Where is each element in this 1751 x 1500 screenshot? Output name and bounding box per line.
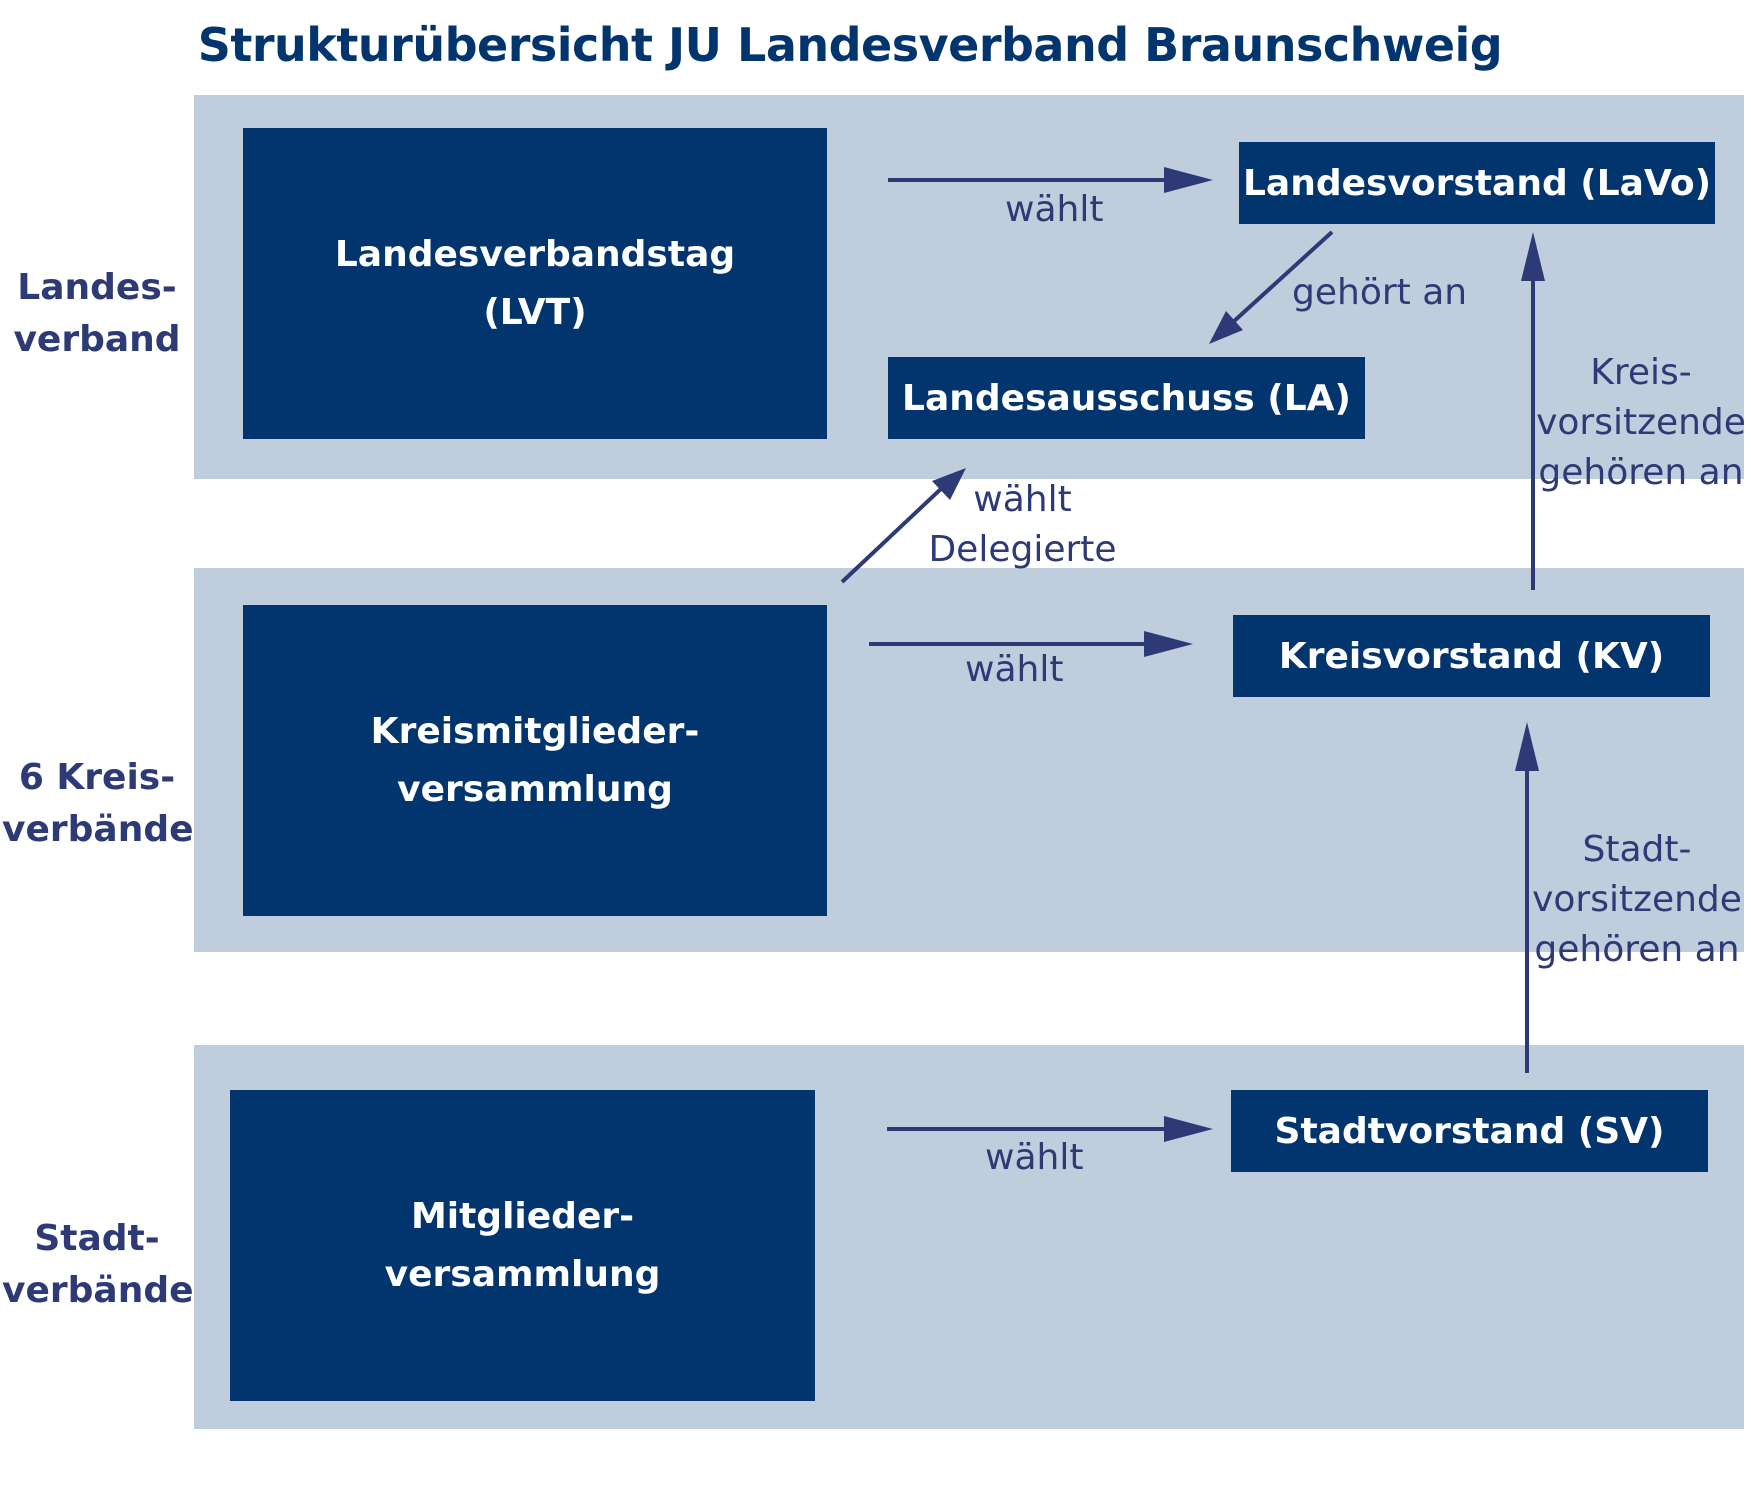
box-line: Kreismitglieder- [370, 710, 700, 752]
box-line: Landesverbandstag [334, 233, 736, 275]
arrow-kmv-to-kv [869, 631, 1193, 657]
arrow-lavo-to-la [1209, 230, 1334, 344]
row-label-line: Stadt- [34, 1218, 160, 1259]
box-landesverbandstag: Landesverbandstag (LVT) [243, 128, 827, 439]
box-landesausschuss: Landesausschuss (LA) [888, 357, 1365, 439]
label-line: gehören an [1534, 929, 1740, 970]
label-line: gehören an [1538, 452, 1744, 493]
arrow-lvt-to-lavo [888, 167, 1213, 193]
arrow-kv-to-lavo [1521, 232, 1545, 590]
label-gehoert-an: gehört an [1292, 272, 1468, 313]
box-line: Landesausschuss (LA) [902, 377, 1351, 419]
box-line: versammlung [397, 768, 673, 810]
label-waehlt-delegierte: wählt Delegierte [915, 475, 1130, 575]
label-line: wählt [973, 479, 1072, 520]
box-line: Stadtvorstand (SV) [1274, 1110, 1665, 1152]
row-label-line: verband [13, 319, 181, 360]
label-line: Stadt- [1582, 829, 1692, 870]
row-label-line: verbände [2, 809, 194, 850]
box-landesvorstand: Landesvorstand (LaVo) [1239, 142, 1715, 224]
box-kreismitgliederversammlung: Kreismitglieder- versammlung [243, 605, 827, 916]
label-kmv-waehlt: wählt [965, 649, 1064, 690]
box-line: versammlung [384, 1253, 661, 1295]
box-line: Landesvorstand (LaVo) [1242, 162, 1712, 204]
row-label-landesverband: Landes- verband [2, 262, 192, 366]
label-line: Delegierte [928, 529, 1117, 570]
row-label-line: 6 Kreis- [18, 757, 176, 798]
arrow-mv-to-sv [887, 1116, 1213, 1142]
arrow-kmv-to-la [840, 468, 966, 584]
label-line: vorsitzende [1532, 879, 1742, 920]
box-line: (LVT) [483, 291, 587, 333]
box-kreisvorstand: Kreisvorstand (KV) [1233, 615, 1710, 697]
label-line: vorsitzende [1536, 402, 1746, 443]
row-label-line: verbände [2, 1270, 194, 1311]
row-label-line: Landes- [17, 267, 177, 308]
arrow-sv-to-kv [1515, 722, 1539, 1073]
diagram-title: Strukturübersicht JU Landesverband Braun… [197, 18, 1503, 72]
box-stadtvorstand: Stadtvorstand (SV) [1231, 1090, 1708, 1172]
row-label-kreisverbaende: 6 Kreis- verbände [2, 752, 194, 856]
label-kreisvorsitzende: Kreis- vorsitzende gehören an [1536, 348, 1746, 498]
row-label-stadtverbaende: Stadt- verbände [2, 1213, 194, 1317]
box-line: Kreisvorstand (KV) [1278, 635, 1665, 677]
box-line: Mitglieder- [410, 1195, 635, 1237]
label-stadtvorsitzende: Stadt- vorsitzende gehören an [1532, 825, 1742, 975]
label-line: Kreis- [1590, 352, 1692, 393]
label-mv-waehlt: wählt [985, 1137, 1084, 1178]
label-lvt-waehlt: wählt [1005, 189, 1104, 230]
box-mitgliederversammlung: Mitglieder- versammlung [230, 1090, 815, 1401]
